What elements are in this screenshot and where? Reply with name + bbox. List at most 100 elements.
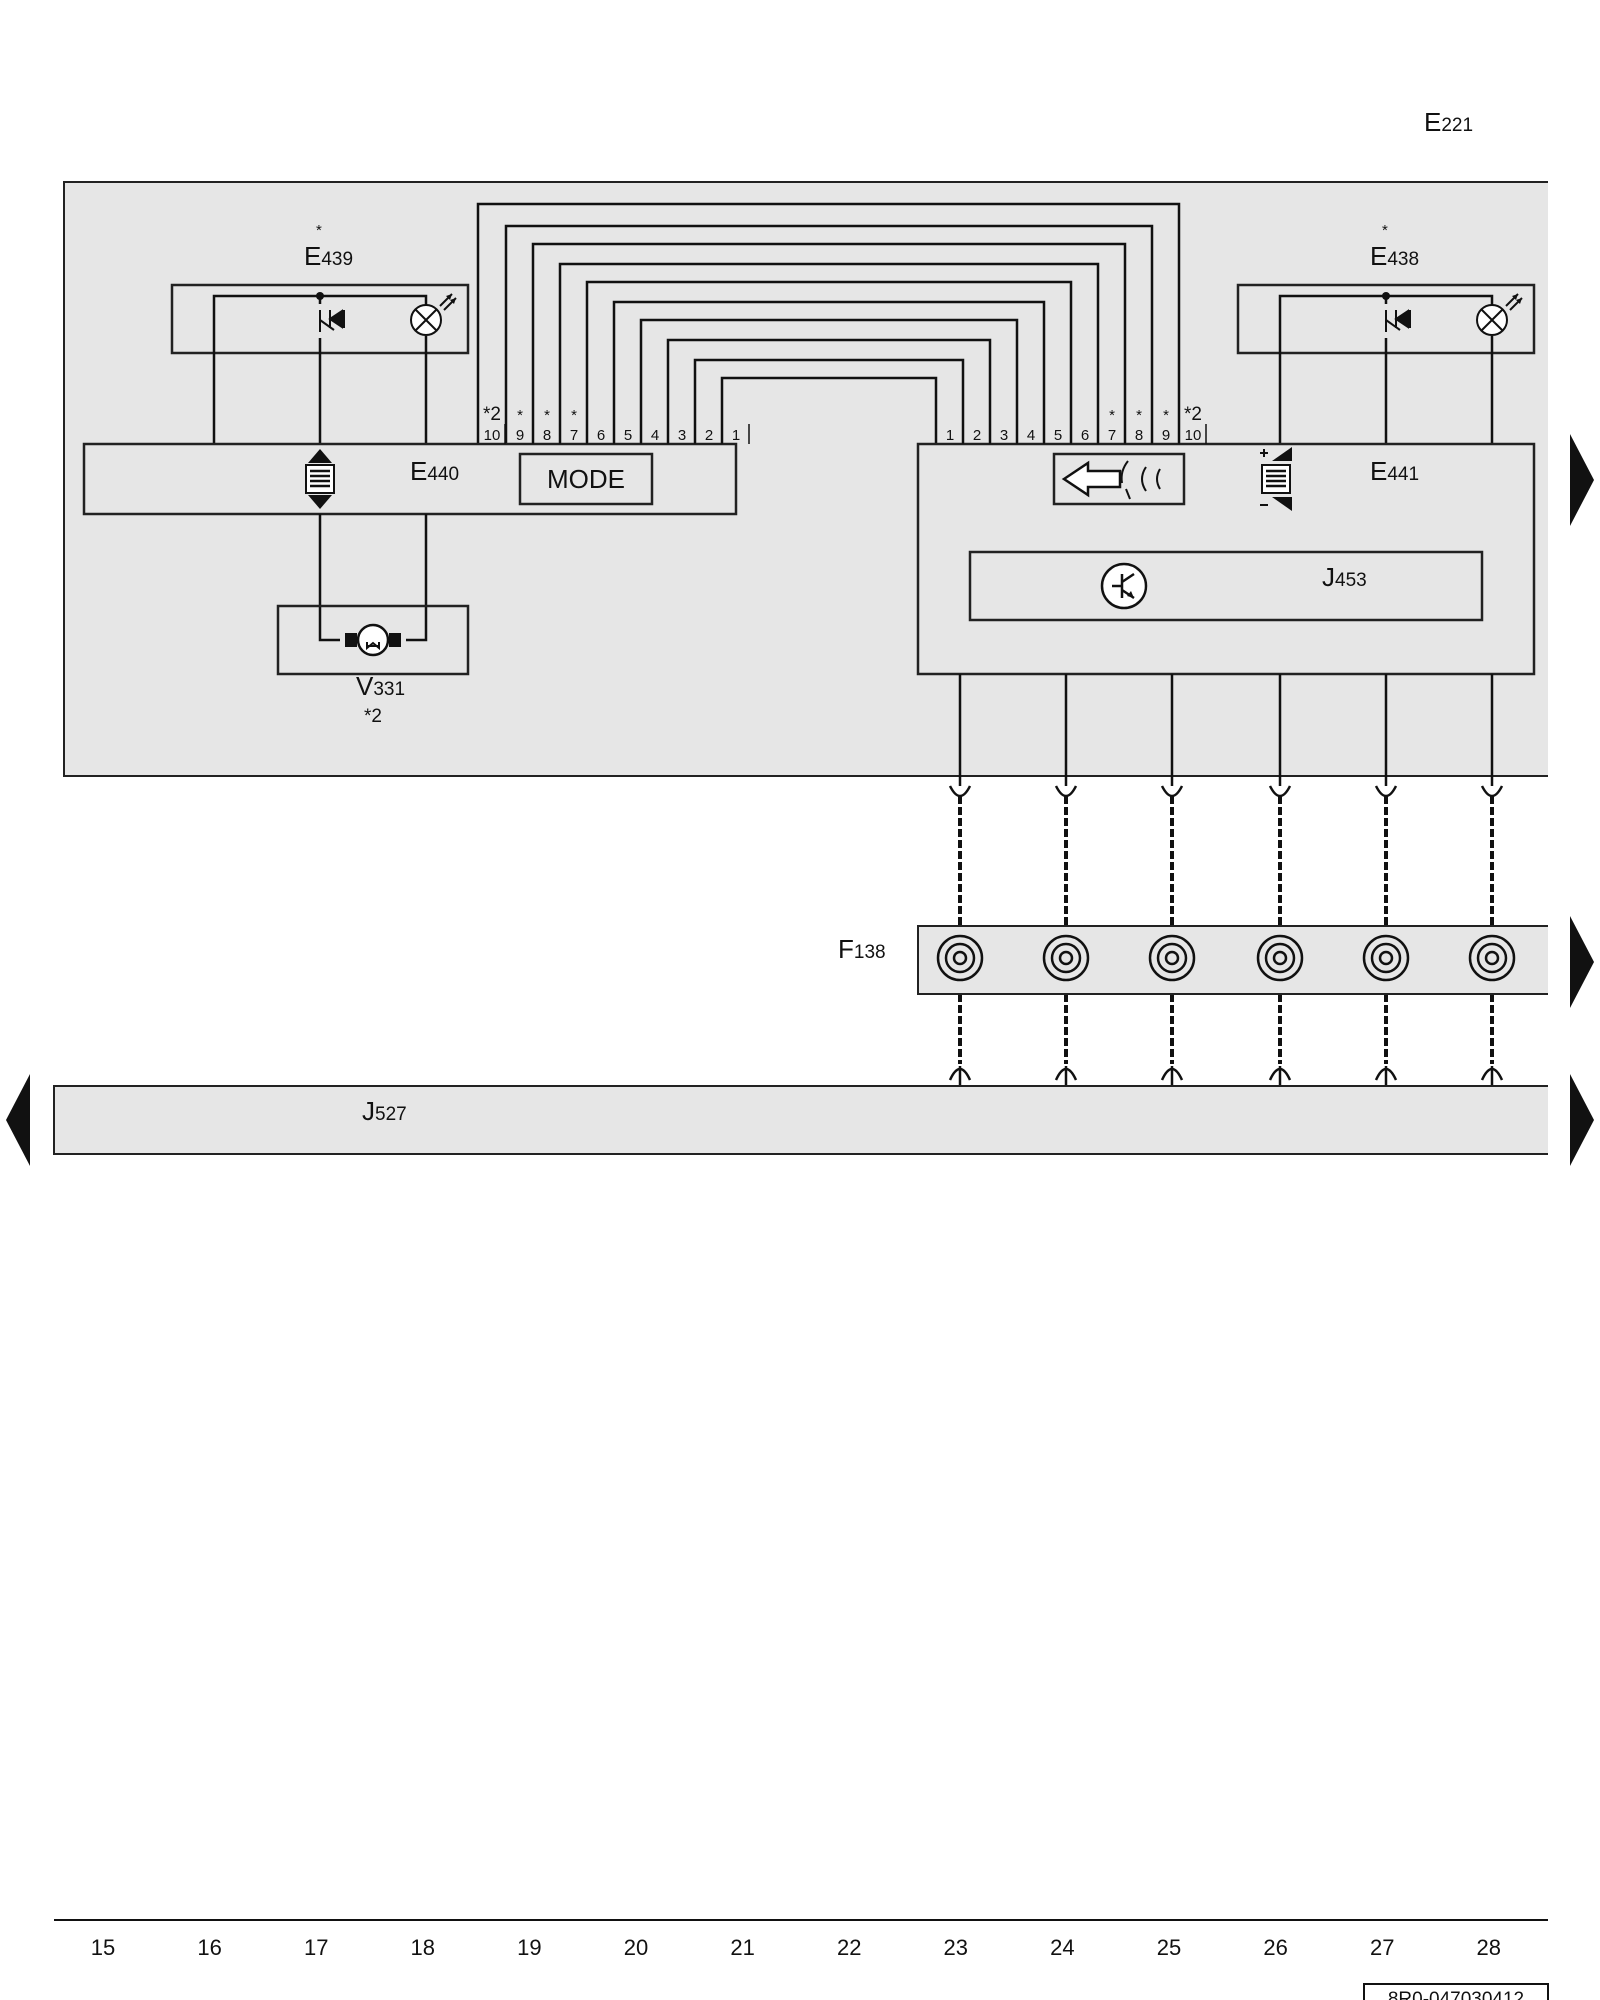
bus-wires xyxy=(948,674,1504,1086)
connector-pin-note: * xyxy=(544,407,550,424)
grid-number: 22 xyxy=(837,1935,861,1960)
ribbon-wire xyxy=(720,376,938,444)
e440-box xyxy=(82,442,738,516)
connector-pin-number: 1 xyxy=(946,427,954,444)
connector-pin-number: 4 xyxy=(1027,427,1035,444)
connector-pin-note: * xyxy=(1136,407,1142,424)
connector-pin-number: 6 xyxy=(1081,427,1089,444)
e439-note: * xyxy=(316,222,322,239)
plug-socket-icon xyxy=(1160,785,1184,798)
e438-note: * xyxy=(1382,222,1388,239)
grid-number: 17 xyxy=(304,1935,328,1960)
connector-pin-note: * xyxy=(571,407,577,424)
grid-number: 26 xyxy=(1263,1935,1287,1960)
connector-pin-number: 8 xyxy=(543,427,551,444)
clock-spring-coils xyxy=(936,934,1516,982)
cruise-symbol-box xyxy=(1052,452,1186,506)
connector-pin-number: 8 xyxy=(1135,427,1143,444)
continue-right-arrow xyxy=(1570,434,1594,526)
distance-arrow-icon xyxy=(1061,460,1161,500)
grid-number: 19 xyxy=(517,1935,541,1960)
connector-pin-note: * xyxy=(517,407,523,424)
ribbon-wire xyxy=(666,338,992,444)
diode-switch-icon xyxy=(1385,309,1411,332)
roller-switch-icon xyxy=(305,449,335,509)
ribbon-wire xyxy=(639,318,1019,444)
e441-box xyxy=(916,442,1536,676)
plug-socket-icon xyxy=(1480,785,1504,798)
grid-number: 18 xyxy=(411,1935,435,1960)
connector-pin-number: 5 xyxy=(624,427,632,444)
clock-spring-icon xyxy=(1362,934,1410,982)
continue-left-arrow xyxy=(6,1074,30,1166)
grid-number: 25 xyxy=(1157,1935,1181,1960)
label-e221: E221 xyxy=(1424,107,1473,137)
lamp-icon xyxy=(1476,293,1523,336)
footer-code-box xyxy=(1363,1983,1549,2000)
transistor-icon xyxy=(1100,562,1148,610)
grid-number: 28 xyxy=(1477,1935,1501,1960)
j453-box xyxy=(968,550,1484,622)
connector-pin-number: 1 xyxy=(732,427,740,444)
ribbon-wire xyxy=(531,242,1127,444)
ribbon-wire xyxy=(558,262,1100,444)
e221-panel xyxy=(63,181,1548,777)
continue-right-arrow xyxy=(1570,1074,1594,1166)
label-f138: F138 xyxy=(838,934,886,964)
j527-panel xyxy=(53,1085,1548,1155)
volume-roller-icon xyxy=(1260,447,1292,511)
ribbon-wire xyxy=(585,280,1073,444)
ribbon-wire xyxy=(476,202,1181,444)
connector-pin-number: 4 xyxy=(651,427,659,444)
connector-pin-number: 9 xyxy=(1162,427,1170,444)
label-e440: E440 xyxy=(410,456,459,486)
grid-number: 23 xyxy=(944,1935,968,1960)
grid-number: 24 xyxy=(1050,1935,1074,1960)
diode-switch-icon xyxy=(319,309,345,332)
plug-socket-icon xyxy=(948,785,972,798)
ribbon-wires xyxy=(476,202,1181,444)
label-j453: J453 xyxy=(1322,562,1367,592)
connector-pin-note: *2 xyxy=(483,404,501,425)
plug-socket-icon xyxy=(1268,785,1292,798)
mode-label: MODE xyxy=(547,464,625,494)
ribbon-wire xyxy=(504,224,1154,444)
connector-pin-number: 2 xyxy=(705,427,713,444)
connector-pin-number: 2 xyxy=(973,427,981,444)
label-e439: E439 xyxy=(304,241,353,271)
connector-pin-number: 3 xyxy=(1000,427,1008,444)
ribbon-wire xyxy=(612,300,1046,444)
right-connector-pins: 1 2 3 4 5 6 7 * 8 * 9 * 10 *2 xyxy=(946,404,1207,444)
connector-pin-number: 9 xyxy=(516,427,524,444)
connector-pin-number: 7 xyxy=(1108,427,1116,444)
connector-pin-number: 10 xyxy=(1185,427,1202,444)
footer-code: 8R0-047030412 xyxy=(1388,1989,1524,2000)
grid-number: 20 xyxy=(624,1935,648,1960)
grid-number: 27 xyxy=(1370,1935,1394,1960)
connector-pin-note: *2 xyxy=(1184,404,1202,425)
connector-pin-number: 7 xyxy=(570,427,578,444)
label-j527: J527 xyxy=(362,1096,407,1126)
v331-box xyxy=(276,604,470,676)
connector-pin-number: 6 xyxy=(597,427,605,444)
mode-button xyxy=(518,452,654,506)
grid-number: 21 xyxy=(730,1935,754,1960)
f138-panel xyxy=(917,925,1548,995)
lamp-icon xyxy=(410,293,457,336)
ribbon-wire xyxy=(693,358,965,444)
grid-number: 16 xyxy=(197,1935,221,1960)
connector-pin-note: * xyxy=(1163,407,1169,424)
plug-socket-icon xyxy=(1374,785,1398,798)
clock-spring-icon xyxy=(1042,934,1090,982)
label-e438: E438 xyxy=(1370,241,1419,271)
motor-icon xyxy=(345,623,401,657)
e440-motor-wire xyxy=(318,514,428,642)
clock-spring-icon xyxy=(1148,934,1196,982)
label-v331: V331 xyxy=(356,671,405,701)
connector-pin-number: 5 xyxy=(1054,427,1062,444)
connector-pin-note: * xyxy=(1109,407,1115,424)
connector-pin-number: 10 xyxy=(484,427,501,444)
